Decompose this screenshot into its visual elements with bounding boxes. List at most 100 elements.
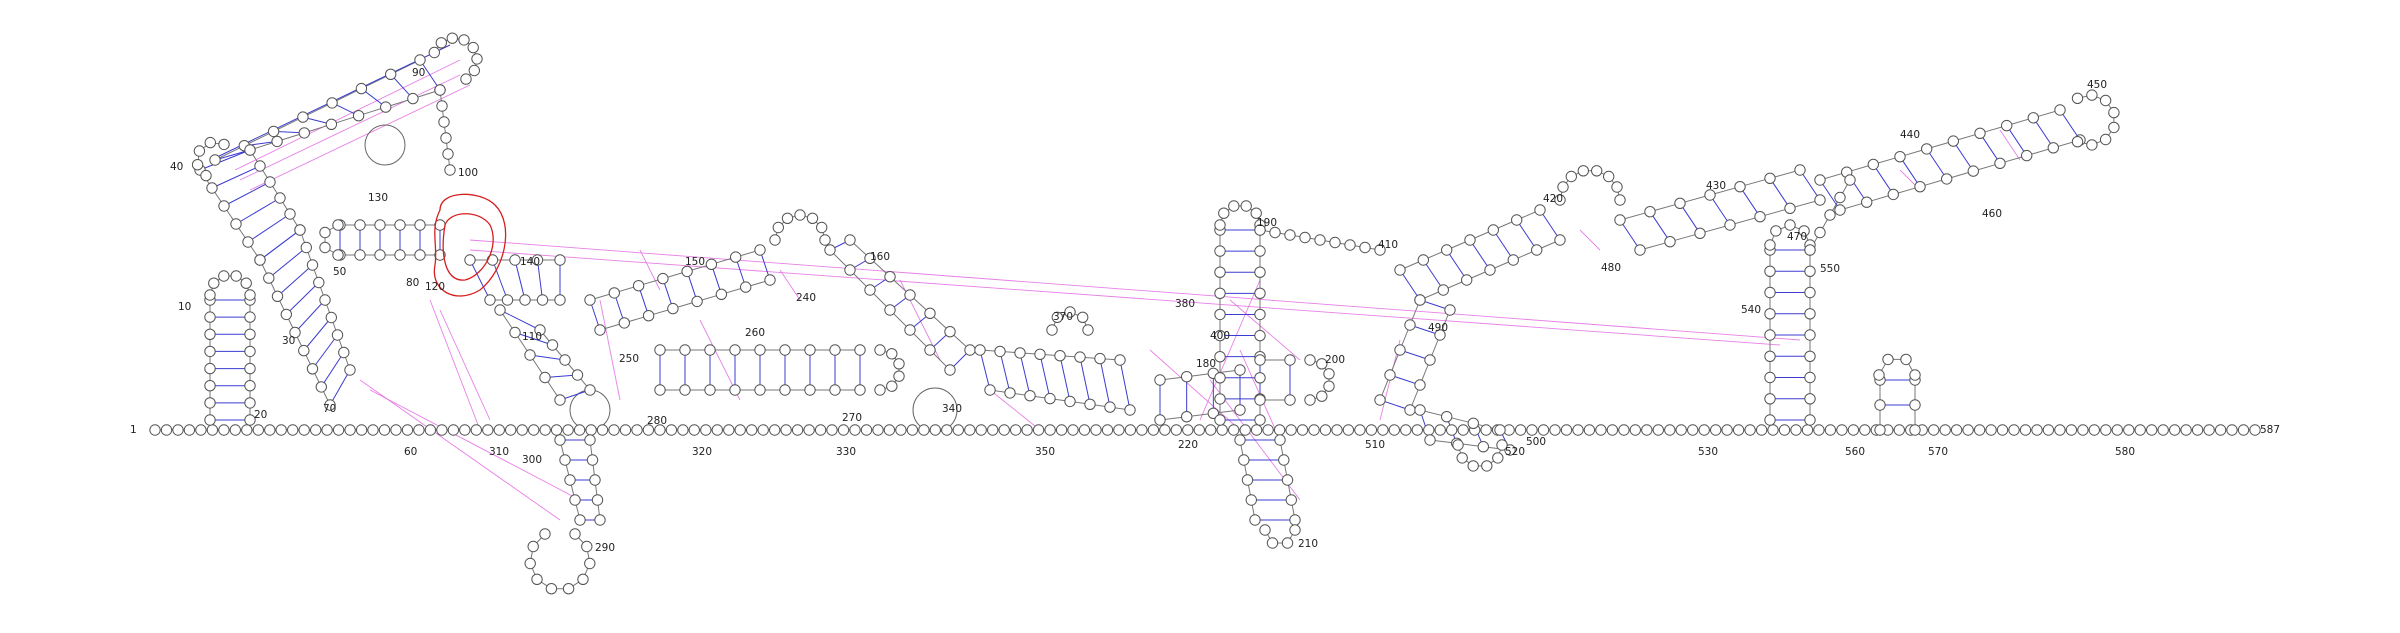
nucleotide — [964, 424, 976, 436]
nucleotide — [1181, 411, 1193, 423]
nucleotide — [804, 384, 816, 396]
nucleotide — [1207, 407, 1220, 419]
nucleotide — [264, 424, 276, 436]
nucleotide — [654, 424, 666, 436]
position-label: 130 — [368, 192, 388, 204]
nucleotide — [1962, 424, 1974, 436]
nucleotide — [229, 424, 242, 436]
nucleotide — [271, 290, 284, 302]
nucleotide — [1384, 369, 1396, 381]
nucleotide — [803, 424, 815, 436]
position-label: 140 — [520, 256, 540, 268]
nucleotide — [584, 434, 596, 446]
nucleotide — [577, 573, 589, 585]
base-pair — [1709, 194, 1731, 226]
nucleotide — [1205, 424, 1217, 436]
position-label: 420 — [1543, 193, 1563, 205]
nucleotide — [2086, 139, 2098, 151]
nucleotide — [884, 271, 896, 283]
position-label: 220 — [1178, 439, 1198, 451]
nucleotide — [1591, 165, 1603, 177]
nucleotide — [241, 424, 253, 436]
position-label: 190 — [1257, 217, 1277, 229]
nucleotide — [559, 454, 571, 466]
nucleotide — [1764, 329, 1776, 341]
nucleotide — [632, 280, 645, 292]
tertiary-contact — [359, 379, 561, 521]
nucleotide — [1136, 424, 1148, 436]
nucleotide — [904, 289, 916, 301]
nucleotide — [1698, 424, 1710, 436]
position-label: 180 — [1196, 358, 1216, 370]
nucleotide — [200, 169, 212, 182]
nucleotide — [1084, 398, 1096, 410]
nucleotide — [573, 424, 586, 436]
nucleotide — [1424, 354, 1436, 366]
nucleotide — [1764, 393, 1776, 405]
nucleotide — [700, 424, 712, 436]
nucleotide — [642, 310, 655, 322]
nucleotide — [1250, 207, 1262, 219]
tertiary-contact — [1229, 299, 1301, 361]
nucleotide — [1304, 354, 1316, 366]
nucleotide — [608, 424, 620, 436]
nucleotide — [267, 125, 280, 138]
nucleotide — [524, 557, 536, 570]
nucleotide — [1867, 158, 1880, 171]
nucleotide — [618, 317, 630, 329]
nucleotide — [354, 219, 366, 231]
nucleotide — [1764, 265, 1776, 277]
nucleotide — [1254, 245, 1266, 257]
nucleotide — [1549, 424, 1561, 436]
nucleotide — [1388, 424, 1401, 436]
nucleotide — [1847, 424, 1860, 436]
nucleotide — [324, 399, 336, 411]
position-label: 490 — [1428, 322, 1448, 334]
nucleotide — [864, 252, 876, 264]
nucleotide — [1894, 151, 1906, 163]
nucleotide — [434, 249, 446, 261]
nucleotide — [2108, 121, 2120, 134]
nucleotide — [1411, 424, 1424, 436]
nucleotide — [704, 384, 716, 396]
nucleotide — [854, 344, 866, 356]
nucleotide — [1732, 424, 1745, 436]
nucleotide — [1784, 219, 1796, 231]
nucleotide — [1274, 434, 1286, 446]
nucleotide — [1051, 311, 1064, 323]
backbone-segment — [1159, 369, 1241, 381]
nucleotide — [1882, 353, 1894, 366]
nucleotide — [1254, 414, 1266, 426]
nucleotide — [440, 132, 452, 144]
nucleotide — [654, 384, 666, 396]
nucleotide — [829, 384, 841, 396]
nucleotide — [1214, 287, 1226, 299]
nucleotide — [193, 145, 206, 157]
nucleotide — [2042, 424, 2055, 436]
nucleotide — [244, 414, 256, 426]
nucleotide — [1046, 324, 1058, 336]
base-pair — [979, 349, 991, 391]
nucleotide — [1554, 234, 1566, 246]
nucleotide — [1441, 411, 1453, 423]
nucleotide — [204, 362, 216, 375]
nucleotide — [1694, 227, 1706, 240]
base-pair — [1679, 203, 1701, 234]
nucleotide — [1181, 371, 1193, 383]
position-label: 50 — [333, 266, 346, 278]
position-label: 300 — [522, 454, 542, 466]
nucleotide — [1044, 392, 1056, 405]
nucleotide — [1296, 424, 1309, 436]
nucleotide — [539, 371, 551, 384]
tertiary-contact — [439, 309, 491, 421]
nucleotide — [554, 434, 566, 446]
tertiary-contact — [639, 249, 661, 291]
position-label: 30 — [282, 335, 295, 347]
position-label: 550 — [1820, 263, 1840, 275]
nucleotide — [1804, 244, 1816, 256]
nucleotide — [1941, 173, 1953, 185]
base-pair — [2006, 125, 2028, 156]
nucleotide — [642, 424, 655, 436]
nucleotide — [1299, 231, 1311, 244]
nucleotide — [1032, 424, 1045, 436]
